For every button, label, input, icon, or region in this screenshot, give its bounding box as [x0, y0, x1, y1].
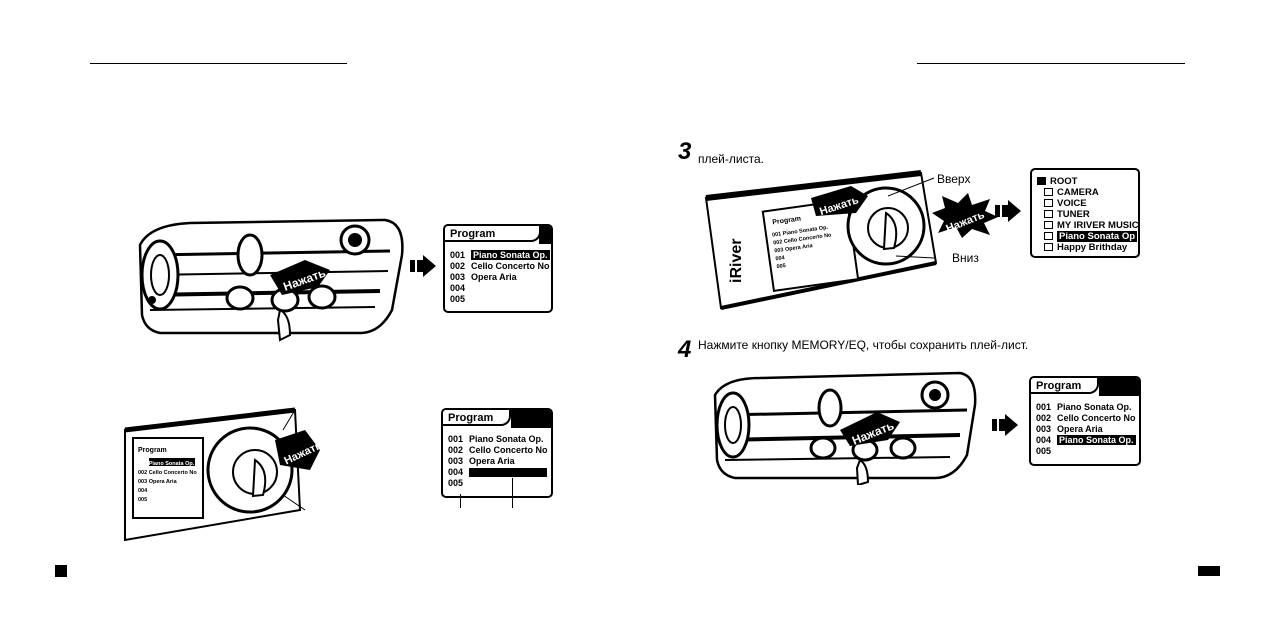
- svg-text:003 Opera Aria: 003 Opera Aria: [774, 243, 814, 254]
- svg-text:001 Piano Sonata Op.: 001 Piano Sonata Op.: [138, 461, 195, 467]
- folder-icon: [1044, 210, 1053, 219]
- folder-icon: [1044, 221, 1053, 230]
- step-4-text: Нажмите кнопку MEMORY/EQ, чтобы сохранит…: [698, 338, 1029, 352]
- step-3-text: плей-листа.: [698, 152, 764, 166]
- tree-item: VOICE: [1037, 198, 1138, 209]
- device-photo-step3: Program 001 Piano Sonata Op. 002 Cello C…: [696, 168, 941, 318]
- header-rule-right: [917, 63, 1185, 64]
- arrow-icon: [992, 414, 1018, 441]
- device-dial-photo-bottom-left: Program 001 Piano Sonata Op. 002 Cello C…: [105, 400, 324, 555]
- lcd-folder-tree: ROOT CAMERA VOICE TUNER MY IRIVER MUSIC …: [1030, 168, 1140, 258]
- svg-text:Program: Program: [138, 447, 167, 454]
- tree-item-root: ROOT: [1037, 176, 1138, 187]
- tree-item: CAMERA: [1037, 187, 1138, 198]
- lcd-row: 005: [448, 478, 464, 488]
- tree-item: Happy Brithday: [1037, 242, 1138, 253]
- page-marker-left: [55, 565, 67, 577]
- lcd-row: 004: [450, 283, 466, 293]
- device-photo-top-left: Нажать: [130, 215, 410, 350]
- lcd-title: Program: [1031, 378, 1099, 394]
- brand-logo: iRiver: [728, 239, 745, 283]
- lcd-row: 005: [1036, 446, 1052, 456]
- lcd-title: Program: [445, 226, 541, 242]
- arrow-icon: [410, 255, 436, 282]
- callout-line: [512, 478, 513, 508]
- header-rule-left: [90, 63, 347, 64]
- svg-text:002 Cello Concerto No: 002 Cello Concerto No: [138, 470, 197, 476]
- svg-text:Program: Program: [772, 215, 801, 226]
- tree-item: TUNER: [1037, 209, 1138, 220]
- press-burst-icon: Нажать: [930, 193, 1000, 243]
- svg-text:004: 004: [775, 255, 786, 262]
- lcd-row: 005: [450, 294, 466, 304]
- svg-text:003 Opera Aria: 003 Opera Aria: [138, 479, 178, 485]
- lcd-row: 004: [448, 467, 548, 478]
- callout-line: [460, 494, 461, 508]
- svg-text:005: 005: [776, 263, 786, 270]
- label-up: Вверх: [937, 172, 971, 186]
- folder-icon: [1037, 177, 1046, 186]
- svg-text:004: 004: [138, 488, 148, 494]
- tree-item: Piano Sonata Op: [1037, 231, 1138, 242]
- label-down: Вниз: [952, 251, 979, 265]
- folder-icon: [1044, 199, 1053, 208]
- step-4-number: 4: [678, 336, 692, 363]
- lcd-title: Program: [443, 410, 511, 426]
- device-photo-step4: Нажать: [705, 370, 980, 490]
- folder-icon: [1044, 188, 1053, 197]
- tree-item: MY IRIVER MUSIC: [1037, 220, 1138, 231]
- playlist-icon: [1044, 243, 1053, 252]
- step-3-number: 3: [678, 138, 692, 165]
- page-marker-right: [1198, 566, 1220, 576]
- playlist-icon: [1044, 232, 1053, 241]
- arrow-icon: [995, 200, 1021, 227]
- svg-text:005: 005: [138, 497, 147, 503]
